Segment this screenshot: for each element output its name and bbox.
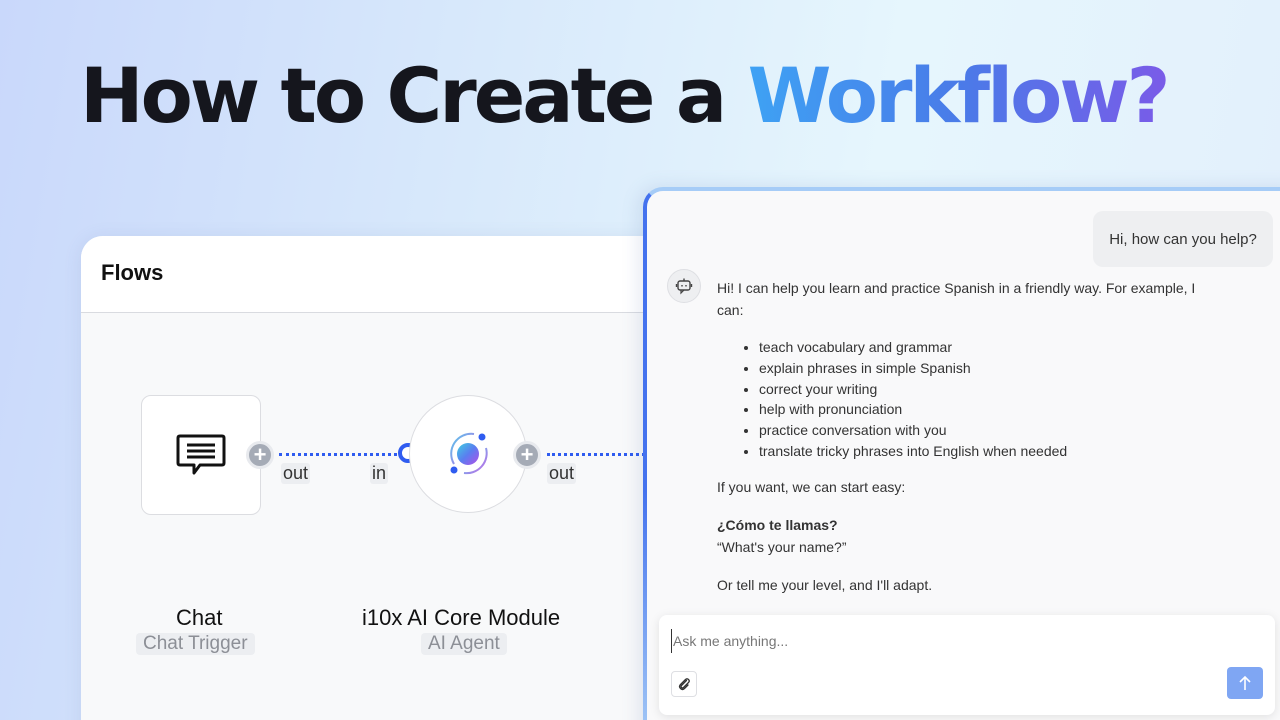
agent-out-add-handle[interactable]: + [513, 441, 541, 469]
chat-out-add-handle[interactable]: + [246, 441, 274, 469]
agent-node-title: i10x AI Core Module [362, 605, 561, 630]
list-item: practice conversation with you [759, 420, 1207, 441]
list-item: correct your writing [759, 379, 1207, 400]
flows-title: Flows [101, 260, 164, 285]
edge-chat-to-agent [279, 453, 397, 456]
list-item: explain phrases in simple Spanish [759, 358, 1207, 379]
flows-panel: Flows + out Chat Chat Trigger in [81, 236, 681, 720]
bot-avatar [667, 269, 701, 303]
bot-intro: Hi! I can help you learn and practice Sp… [717, 280, 1196, 318]
chat-trigger-node[interactable] [141, 395, 261, 515]
bot-message: Hi! I can help you learn and practice Sp… [717, 277, 1207, 596]
agent-in-label: in [370, 463, 389, 484]
start-easy-text: If you want, we can start easy: [717, 478, 906, 495]
translation-text: “What's your name?” [717, 538, 847, 555]
page-headline: How to Create a Workflow? [80, 58, 1171, 134]
chat-panel: Hi, how can you help? Hi! I can help you… [643, 187, 1280, 720]
chat-bubble-icon [176, 434, 226, 475]
ai-agent-node[interactable] [409, 395, 527, 513]
headline-prefix: How to Create a [80, 51, 748, 140]
send-button[interactable] [1227, 667, 1263, 699]
agent-out-label: out [547, 463, 577, 484]
list-item: help with pronunciation [759, 399, 1207, 420]
agent-node-subtitle: AI Agent [421, 633, 507, 655]
chat-input[interactable] [671, 629, 1231, 653]
flows-header: Flows [81, 236, 681, 313]
paperclip-icon [678, 678, 690, 691]
edge-agent-out [547, 453, 681, 456]
user-message-bubble: Hi, how can you help? [1093, 211, 1273, 267]
headline-accent: Workflow? [747, 51, 1171, 140]
chat-out-label: out [281, 463, 311, 484]
spanish-phrase: ¿Cómo te llamas? [717, 516, 838, 533]
list-item: translate tricky phrases into English wh… [759, 441, 1207, 462]
closing-text: Or tell me your level, and I'll adapt. [717, 576, 933, 593]
chat-node-title: Chat [176, 605, 223, 630]
bot-icon [675, 278, 693, 295]
message-composer [659, 615, 1275, 715]
flow-canvas[interactable]: + out Chat Chat Trigger in [81, 313, 681, 720]
list-item: teach vocabulary and grammar [759, 337, 1207, 358]
ai-orbit-icon [450, 432, 488, 475]
attach-button[interactable] [671, 671, 697, 697]
chat-node-subtitle: Chat Trigger [136, 633, 255, 655]
capability-list: teach vocabulary and grammar explain phr… [759, 337, 1207, 462]
arrow-up-icon [1239, 675, 1251, 690]
